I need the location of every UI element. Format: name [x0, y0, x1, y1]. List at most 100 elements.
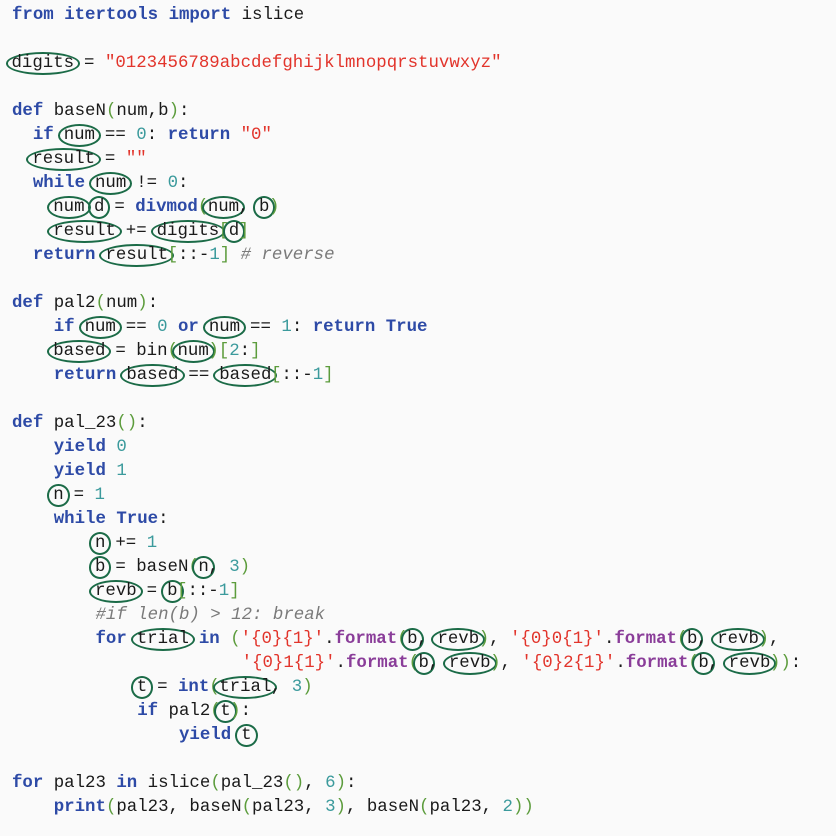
- number-token: 2: [229, 342, 240, 361]
- code-line: return result[::-1] # reverse: [12, 244, 801, 268]
- code-text: [375, 318, 385, 337]
- paren-token: (: [419, 798, 430, 817]
- code-line: for pal23 in islice(pal_23(), 6):: [12, 772, 801, 796]
- string-token: "": [125, 150, 147, 169]
- circled-identifier: trial: [213, 676, 278, 699]
- code-text: :: [146, 126, 168, 145]
- circled-identifier: b: [161, 580, 184, 603]
- code-line: '{0}1{1}'.format(b, revb), '{0}2{1}'.for…: [12, 652, 801, 676]
- circled-identifier: num: [78, 316, 122, 339]
- code-text: ::-: [187, 582, 219, 601]
- paren-token: (: [230, 630, 241, 649]
- paren-token: ): [230, 702, 241, 721]
- code-text: , baseN: [345, 798, 420, 817]
- method-token: format: [625, 654, 689, 673]
- paren-token: (: [188, 558, 199, 577]
- circled-identifier: digits: [5, 52, 81, 75]
- keyword-token: or: [178, 318, 199, 337]
- code-text: :: [178, 174, 189, 193]
- circled-identifier: based: [120, 364, 185, 387]
- keyword-token: True: [385, 318, 428, 337]
- keyword-token: def: [12, 414, 44, 433]
- number-token: 1: [146, 534, 158, 553]
- code-text: [12, 246, 33, 265]
- code-text: = bin: [104, 342, 168, 361]
- circled-identifier: revb: [722, 652, 777, 675]
- number-token: 3: [291, 678, 303, 697]
- paren-token: ): [335, 798, 346, 817]
- paren-token: ]: [219, 246, 231, 265]
- keyword-token: itertools: [64, 6, 159, 25]
- code-text: [12, 726, 179, 745]
- paren-token: ): [137, 294, 148, 313]
- code-text: ,: [270, 678, 292, 697]
- code-text: =: [136, 582, 168, 601]
- code-text: [12, 510, 54, 529]
- string-token: '{0}{1}': [240, 630, 325, 649]
- code-line: def pal_23():: [12, 412, 801, 436]
- circled-identifier: result: [99, 244, 175, 267]
- paren-token: ]: [238, 222, 250, 241]
- keyword-token: divmod: [135, 198, 198, 217]
- number-token: 0: [116, 438, 127, 457]
- comment-token: #if len(b) > 12: break: [95, 606, 326, 625]
- paren-token: ): [335, 774, 346, 793]
- paren-token: ): [268, 198, 280, 217]
- code-text: .: [603, 630, 615, 649]
- code-text: [12, 438, 54, 457]
- code-text: ,: [489, 630, 510, 649]
- string-token: "0123456789abcdefghijklmnopqrstuvwxyz": [104, 54, 502, 73]
- code-text: [12, 582, 96, 601]
- code-text: .: [335, 654, 346, 673]
- code-text: islice: [137, 774, 211, 793]
- paren-token: (: [197, 198, 209, 217]
- code-line: result += digits[d]: [12, 220, 801, 244]
- code-text: .: [324, 630, 335, 649]
- code-text: pal23,: [429, 798, 503, 817]
- circled-identifier: based: [47, 340, 112, 363]
- paren-token: )): [512, 798, 534, 817]
- code-line: if num == 0: return "0": [12, 124, 801, 148]
- circled-identifier: b: [412, 652, 435, 675]
- paren-token: )[: [208, 342, 230, 361]
- code-line: for trial in ('{0}{1}'.format(b, revb), …: [12, 628, 801, 652]
- code-line: def pal2(num):: [12, 292, 801, 316]
- code-text: [12, 534, 96, 553]
- keyword-token: in: [198, 630, 220, 649]
- paren-token: ): [478, 630, 490, 649]
- code-text: islice: [231, 6, 305, 25]
- circled-identifier: revb: [89, 580, 143, 603]
- code-line: while True:: [12, 508, 801, 532]
- code-text: [12, 126, 33, 145]
- keyword-token: int: [177, 678, 210, 697]
- number-token: 2: [502, 798, 513, 817]
- code-text: =: [73, 54, 105, 73]
- paren-token: (: [210, 702, 221, 721]
- keyword-token: yield: [53, 438, 106, 457]
- paren-token: [: [270, 366, 282, 385]
- string-token: '{0}2{1}': [521, 654, 616, 673]
- number-token: 0: [157, 318, 168, 337]
- code-line: def baseN(num,b):: [12, 100, 801, 124]
- number-token: 1: [209, 246, 220, 265]
- paren-token: (: [677, 630, 688, 649]
- keyword-token: if: [137, 702, 159, 721]
- code-text: :: [179, 102, 190, 121]
- code-text: :: [137, 414, 148, 433]
- code-text: ,: [208, 558, 230, 577]
- code-text: [12, 366, 54, 385]
- code-text: :: [346, 774, 357, 793]
- code-text: .: [615, 654, 626, 673]
- code-text: pal23,: [252, 798, 326, 817]
- code-line: from itertools import islice: [12, 4, 801, 28]
- number-token: 1: [116, 462, 127, 481]
- code-text: ,: [708, 654, 730, 673]
- code-text: ,: [696, 630, 718, 649]
- paren-token: ): [168, 102, 179, 121]
- code-text: [106, 438, 116, 457]
- circled-identifier: result: [26, 148, 101, 171]
- code-text: :: [147, 294, 159, 313]
- circled-identifier: n: [47, 484, 70, 507]
- keyword-token: from: [12, 6, 54, 25]
- paren-token: (: [241, 798, 253, 817]
